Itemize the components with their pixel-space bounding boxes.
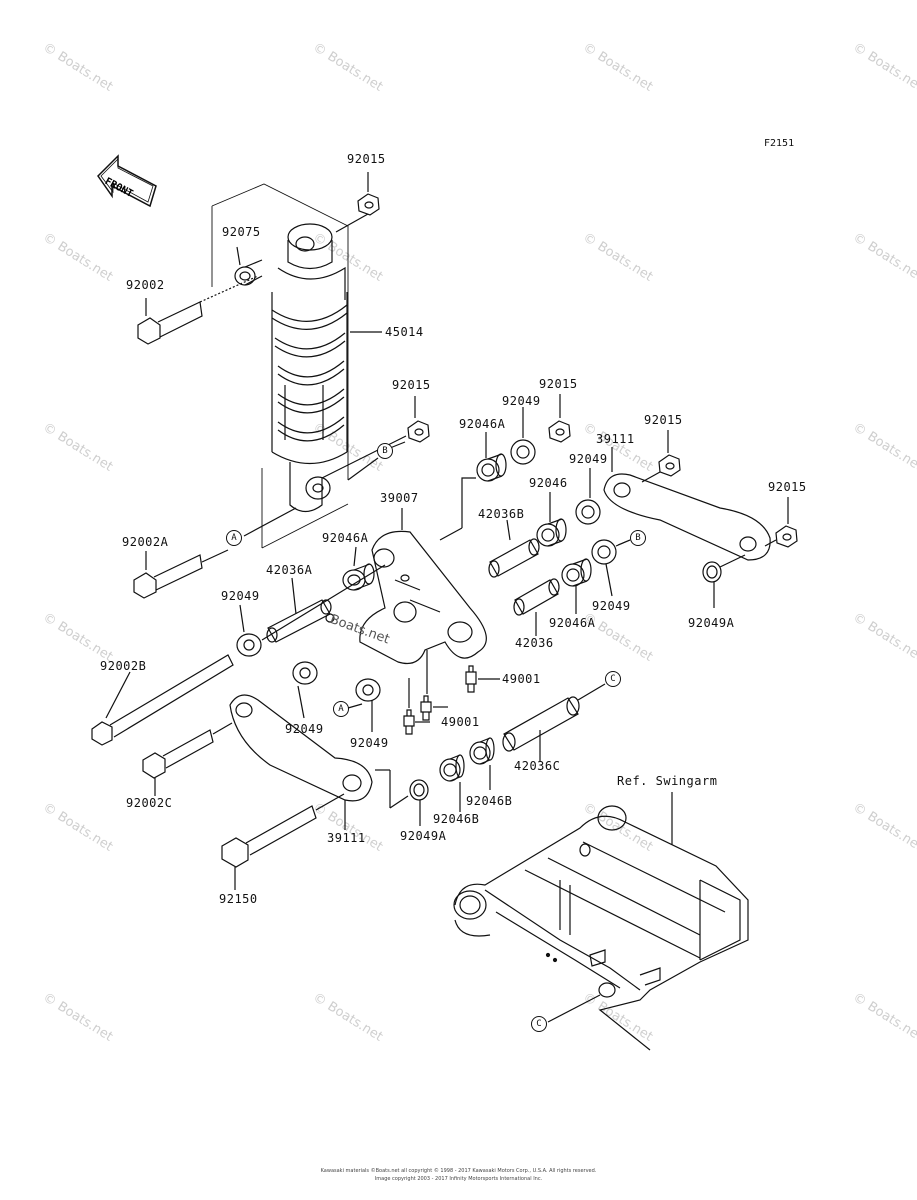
grease-nipple-49001-a	[465, 665, 477, 693]
label-92049-upper: 92049	[502, 394, 541, 408]
nut-92015-b	[407, 420, 430, 443]
label-92049-near-A: 92049	[350, 736, 389, 750]
nut-92015-mid	[548, 420, 571, 443]
swingarm	[453, 805, 749, 1051]
label-49001-a: 49001	[502, 672, 541, 686]
label-92046B-2: 92046B	[433, 812, 480, 826]
label-92049-right-upper: 92049	[569, 452, 608, 466]
grease-nipple-49001-c	[403, 709, 415, 735]
label-92002B: 92002B	[100, 659, 147, 673]
bearing-92046A-right	[561, 558, 592, 587]
label-42036C: 42036C	[514, 759, 561, 773]
label-45014: 45014	[385, 325, 424, 339]
washer-92049-upper	[510, 439, 536, 465]
label-39111-left: 39111	[327, 831, 366, 845]
bushing-42036C	[502, 696, 580, 752]
washer-92049A-lower	[409, 779, 429, 801]
label-92075: 92075	[222, 225, 261, 239]
collar-92075	[234, 259, 263, 286]
label-92046A-left: 92046A	[322, 531, 369, 545]
washer-92049-left	[236, 633, 262, 657]
label-42036: 42036	[515, 636, 554, 650]
footer-copyright: Kawasaki materials ©Boats.net all copyri…	[320, 1168, 597, 1174]
callout-B: B	[377, 443, 393, 459]
bearing-92046B-lower-1	[439, 754, 465, 782]
callout-A: A	[333, 701, 349, 717]
shock-frame-lines	[211, 183, 349, 549]
label-92049-right-lower: 92049	[592, 599, 631, 613]
label-42036A: 42036A	[266, 563, 313, 577]
label-92049-left: 92049	[221, 589, 260, 603]
label-92002A: 92002A	[122, 535, 169, 549]
callout-A: A	[226, 530, 242, 546]
figure-id: F2151	[764, 138, 795, 149]
footer-image-copyright: Image copyright 2003 - 2017 Infinity Mot…	[374, 1176, 543, 1182]
label-92002: 92002	[126, 278, 165, 292]
bearing-92046A-left	[342, 563, 375, 591]
bushing-42036	[513, 578, 560, 616]
nut-92015-far-right	[775, 525, 798, 548]
callout-B: B	[630, 530, 646, 546]
label-92046A-right: 92046A	[549, 616, 596, 630]
bolt-92002C	[142, 722, 233, 779]
label-92015-right: 92015	[644, 413, 683, 427]
bolt-92002A	[133, 507, 297, 599]
label-92046A-upper: 92046A	[459, 417, 506, 431]
bolt-92002B	[91, 564, 386, 746]
label-92049-center: 92049	[285, 722, 324, 736]
label-92002C: 92002C	[126, 796, 173, 810]
label-92046: 92046	[529, 476, 568, 490]
washer-92049-center	[292, 661, 318, 685]
ref-swingarm-label: Ref. Swingarm	[617, 774, 718, 788]
bolt-92150	[221, 793, 345, 868]
callout-C: C	[531, 1016, 547, 1032]
bushing-42036A	[266, 599, 332, 643]
label-92049A-right: 92049A	[688, 616, 735, 630]
bearing-92046A-upper	[476, 453, 507, 482]
bearing-92046B-lower-2	[469, 737, 495, 765]
bearing-92046-right	[536, 518, 567, 547]
label-92015-b: 92015	[392, 378, 431, 392]
link-39111-right	[603, 473, 771, 561]
nut-92015-top	[357, 193, 380, 216]
label-39007: 39007	[380, 491, 419, 505]
washer-92049-right-upper	[575, 499, 601, 525]
label-42036B: 42036B	[478, 507, 525, 521]
bolt-92002	[137, 275, 259, 345]
label-92015-mid: 92015	[539, 377, 578, 391]
washer-92049-near-A	[355, 678, 381, 702]
bushing-42036B	[488, 538, 540, 578]
label-49001-b: 49001	[441, 715, 480, 729]
washer-92049-right-lower	[591, 539, 617, 565]
link-39111-left	[229, 694, 373, 802]
front-arrow-icon	[97, 154, 157, 208]
label-92150: 92150	[219, 892, 258, 906]
label-92049A-lower: 92049A	[400, 829, 447, 843]
label-92015-far-right: 92015	[768, 480, 807, 494]
shock-absorber	[271, 223, 348, 513]
label-92046B-1: 92046B	[466, 794, 513, 808]
washer-92049A-right	[702, 561, 722, 583]
nut-92015-right	[658, 454, 681, 477]
label-39111-right: 39111	[596, 432, 635, 446]
callout-C: C	[605, 671, 621, 687]
rocker-arm-39007	[359, 530, 487, 665]
label-92015-top: 92015	[347, 152, 386, 166]
grease-nipple-49001-b	[420, 695, 432, 721]
